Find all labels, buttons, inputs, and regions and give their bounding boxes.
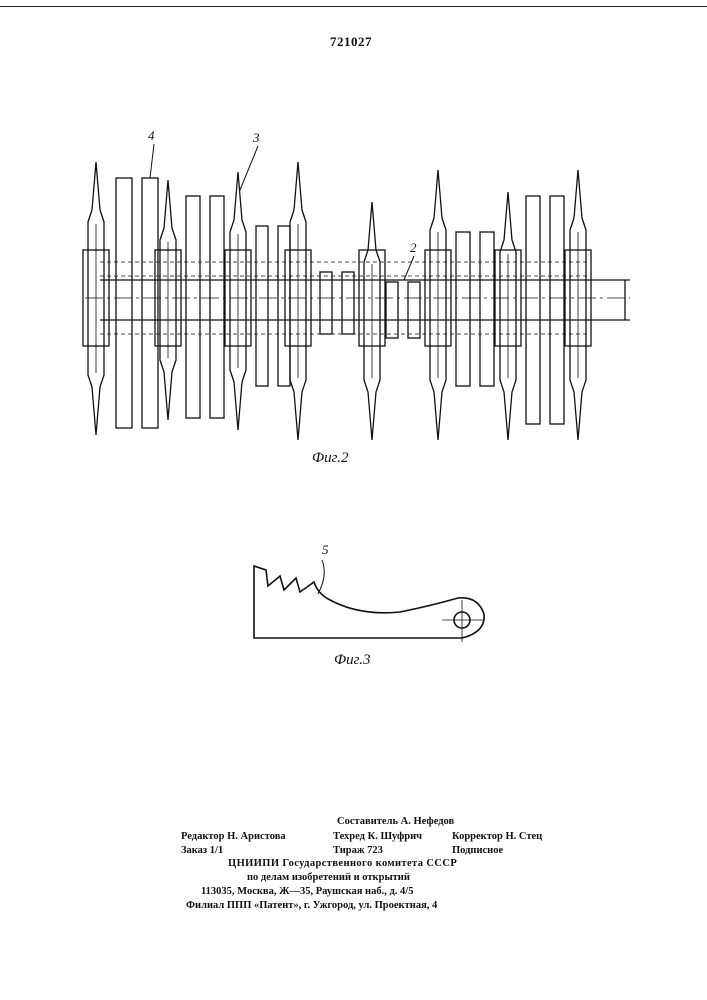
leader-line-5 <box>318 560 324 594</box>
imprint-branch: Филиал ППП «Патент», г. Ужгород, ул. Про… <box>186 900 437 911</box>
imprint-corrector: Корректор Н. Стец <box>452 831 542 842</box>
imprint-editor: Редактор Н. Аристова <box>181 831 286 842</box>
imprint-organization-line2: по делам изобретений и открытий <box>247 872 410 883</box>
imprint-circulation: Тираж 723 <box>333 845 383 856</box>
ratchet-pawl-outline <box>254 566 484 638</box>
figure-3-caption: Фиг.3 <box>334 652 370 669</box>
imprint-subscription: Подписное <box>452 845 503 856</box>
imprint-address: 113035, Москва, Ж—35, Раушская наб., д. … <box>201 886 413 897</box>
imprint-order: Заказ 1/1 <box>181 845 223 856</box>
imprint-organization: ЦНИИПИ Государственного комитета СССР <box>228 858 457 869</box>
imprint-techred: Техред К. Шуфрич <box>333 831 422 842</box>
figure-3-label-5: 5 <box>322 542 329 558</box>
imprint-compiler: Составитель А. Нефедов <box>337 816 454 827</box>
